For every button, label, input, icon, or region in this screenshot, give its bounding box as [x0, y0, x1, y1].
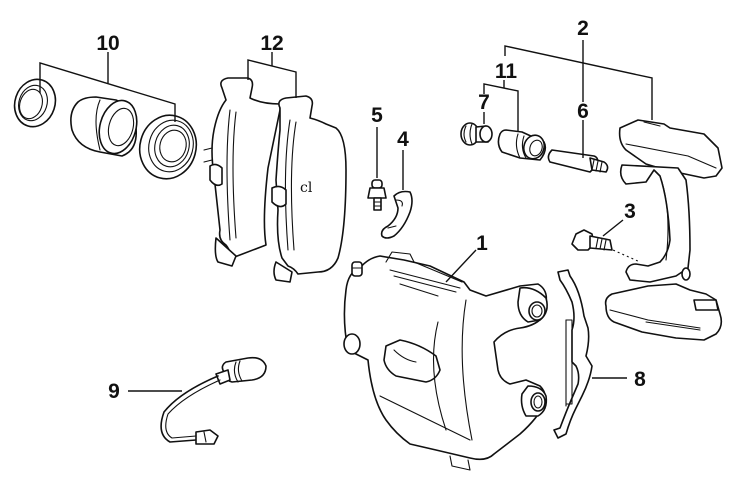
callout-6: 6 [577, 100, 589, 123]
part-9-pad-wear-sensor [128, 356, 267, 445]
callout-11: 11 [495, 60, 518, 83]
callout-3: 3 [624, 200, 636, 223]
piston-boot [138, 114, 198, 180]
callout-10: 10 [96, 32, 119, 55]
callout-8: 8 [634, 368, 646, 391]
part-6-guide-pin [547, 120, 609, 173]
part-8-anti-rattle-spring [553, 269, 627, 439]
callout-4: 4 [397, 128, 409, 151]
part-7-guide-pin-cap [460, 112, 493, 146]
part-1-caliper-housing [343, 249, 548, 471]
part-3-mounting-bolt [571, 219, 624, 251]
piston [70, 96, 138, 157]
callout-5: 5 [371, 104, 383, 127]
part-4-sensor-clip [380, 150, 413, 239]
part-10-piston-seal-kit [13, 52, 198, 180]
callout-9: 9 [108, 380, 120, 403]
part-5-bleed-screw [367, 127, 387, 211]
callout-1: 1 [476, 232, 488, 255]
part-12-brake-pads: cl [203, 52, 347, 283]
pad-marking: cl [300, 180, 313, 196]
callout-12: 12 [260, 32, 283, 55]
callout-7: 7 [478, 91, 490, 114]
dust-seal-ring [13, 78, 57, 128]
part-11-guide-pin-bushing [483, 80, 547, 161]
callout-2: 2 [577, 17, 589, 40]
